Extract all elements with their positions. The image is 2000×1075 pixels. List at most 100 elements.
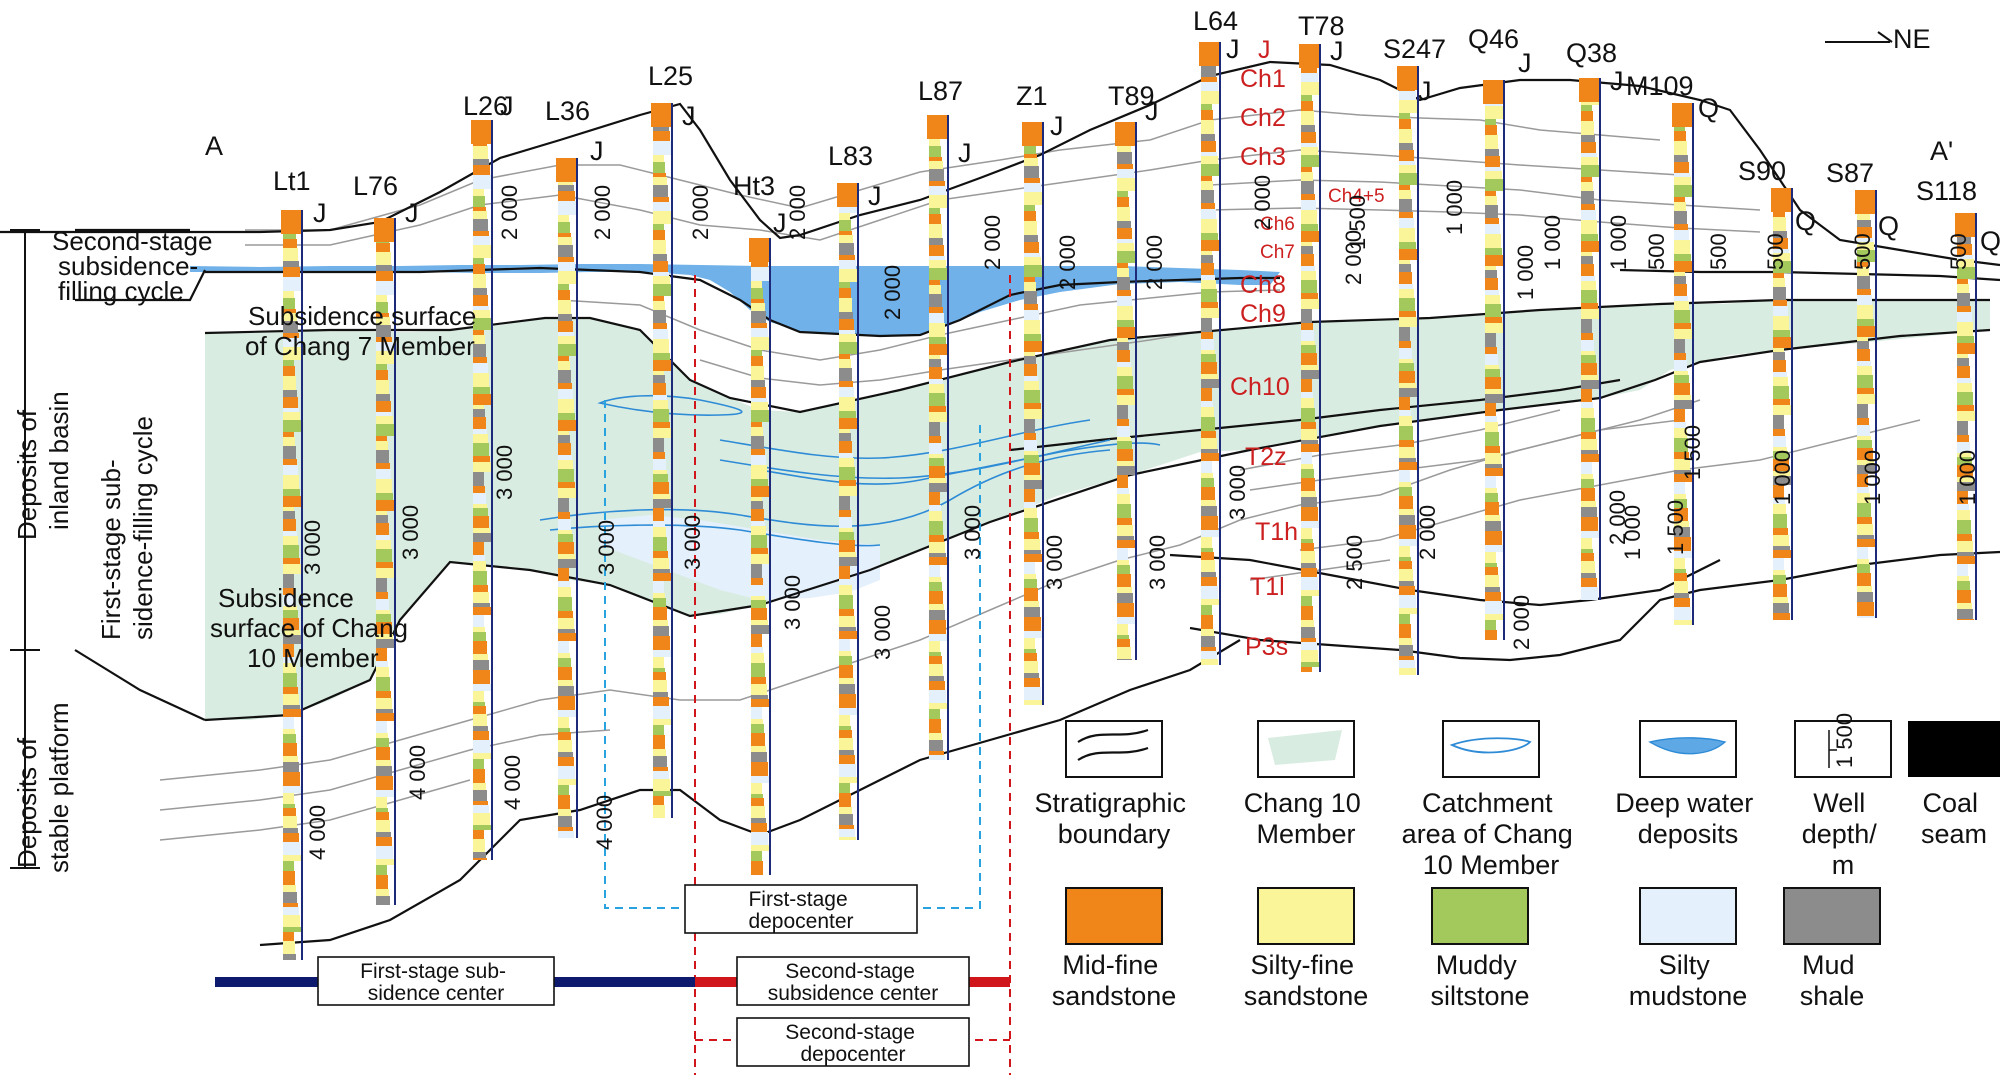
legend-mid-fine-sandstone: Mid-fine sandstone <box>1052 887 1176 1011</box>
left-brackets <box>10 229 40 869</box>
well-name-label: M109 <box>1626 71 1694 101</box>
depth-label: 3 000 <box>1225 465 1250 520</box>
svg-text:Muddy siltstone: Muddy siltstone <box>1430 950 1529 1011</box>
depth-label: 1 000 <box>1442 180 1467 235</box>
well-top-unit-label: J <box>773 208 787 238</box>
strat-ch8: Ch8 <box>1240 271 1286 299</box>
well-t78 <box>1299 44 1321 672</box>
strat-ch6: Ch6 <box>1260 214 1295 235</box>
depth-label: 4 000 <box>405 745 430 800</box>
well-l25 <box>651 103 673 818</box>
subsidence-ch10-text: Subsidence surface of Chang 10 Member <box>210 583 415 673</box>
svg-text:Silty mudstone: Silty mudstone <box>1629 950 1748 1011</box>
well-name-label: T78 <box>1298 11 1345 41</box>
depth-label: 2 000 <box>1509 595 1534 650</box>
strat-unit-labels: J Ch1 Ch2 Ch3 Ch4+5 Ch6 Ch7 Ch8 Ch9 Ch10… <box>1230 36 1385 661</box>
well-name-label: L36 <box>545 96 590 126</box>
strat-ch10: Ch10 <box>1230 373 1290 401</box>
well-top-unit-label: J <box>1145 96 1159 126</box>
well-top-unit-label: J <box>1226 34 1240 64</box>
depth-label: 2 000 <box>1415 505 1440 560</box>
catchment-outlines <box>539 394 1161 547</box>
well-name-label: L83 <box>828 141 873 171</box>
depth-label: 3 000 <box>680 515 705 570</box>
legend: Stratigraphic boundary Chang 10 Member C… <box>1034 713 2000 1011</box>
strat-j: J <box>1258 36 1271 64</box>
depth-label: 3 000 <box>594 520 619 575</box>
svg-text:First-stage sub- sidence: First-stage sub- sidence center <box>360 960 512 1005</box>
depth-label: 1 500 <box>1345 195 1370 250</box>
well-top-unit-label: J <box>868 181 882 211</box>
legend-catchment-area: Catchment area of Chang 10 Member <box>1402 720 1573 880</box>
well-top-unit-label: Q <box>1878 211 1899 241</box>
well-top-unit-label: J <box>682 101 696 131</box>
strat-ch3: Ch3 <box>1240 143 1286 171</box>
svg-text:Second-stage depocenter: Second-stage depocenter <box>785 1021 920 1066</box>
well-name-label: Lt1 <box>273 166 311 196</box>
well-ht3 <box>749 238 771 875</box>
depth-label: 1 500 <box>1663 500 1688 555</box>
subsidence-ch7-text: Subsidence surface of Chang 7 Member <box>245 301 484 361</box>
well-name-label: Q38 <box>1566 38 1617 68</box>
first-depocenter-dash <box>604 400 981 909</box>
well-name-label: Z1 <box>1016 81 1048 111</box>
strat-t1l: T1l <box>1250 573 1285 601</box>
depth-label: 2 000 <box>688 185 713 240</box>
svg-text:Mud shale: Mud shale <box>1800 950 1865 1011</box>
depth-label: 2 000 <box>497 185 522 240</box>
inland-basin-text: Deposits of inland basin <box>12 391 74 540</box>
second-depocenter-box: Second-stage depocenter <box>736 1017 970 1067</box>
well-top-unit-label: J <box>1418 76 1432 106</box>
well-lt1 <box>281 210 303 960</box>
legend-muddy-siltstone: Muddy siltstone <box>1430 887 1530 1011</box>
well-s87 <box>1855 190 1877 618</box>
second-stage-cycle-text: Second-stage subsidence- filling cycle <box>52 226 220 306</box>
well-l64 <box>1199 42 1221 665</box>
depth-label: 2 000 <box>1341 230 1366 285</box>
strat-t2z: T2z <box>1245 443 1287 471</box>
strat-ch2: Ch2 <box>1240 104 1286 132</box>
legend-deep-water: Deep water deposits <box>1615 720 1753 849</box>
depth-label: 2 000 <box>1605 490 1630 545</box>
catchment-pale-area <box>600 515 880 600</box>
depth-label: 1 000 <box>1540 215 1565 270</box>
depth-label: 2 000 <box>1142 235 1167 290</box>
strat-p3s: P3s <box>1245 633 1288 661</box>
legend-chang10-member: Chang 10 Member <box>1244 720 1361 849</box>
legend-coal-seam: Coal seam <box>1908 721 2000 849</box>
depth-label: 2 000 <box>980 215 1005 270</box>
strat-ch4-5: Ch4+5 <box>1328 186 1385 207</box>
well-name-label: S118 <box>1916 176 1977 206</box>
well-top-unit-label: J <box>1518 48 1532 78</box>
well-top-unit-label: J <box>1330 36 1344 66</box>
well-s118 <box>1955 213 1977 620</box>
depth-label: 1 000 <box>1955 450 1980 505</box>
well-top-unit-label: J <box>1050 111 1064 141</box>
strat-t1h: T1h <box>1255 518 1298 546</box>
well-top-unit-label: Q <box>1795 206 1816 236</box>
strat-ch1: Ch1 <box>1240 65 1286 93</box>
depth-label: 1 000 <box>1606 215 1631 270</box>
well-l76 <box>374 218 396 905</box>
well-name-label: S90 <box>1738 156 1786 186</box>
legend-mud-shale: Mud shale <box>1783 887 1881 1011</box>
legend-well-depth: 1 500 Well depth/ m <box>1794 713 1892 880</box>
first-subsidence-center-bar: First-stage sub- sidence center <box>215 956 695 1006</box>
well-name-label: T89 <box>1108 81 1155 111</box>
depth-label: 1 000 <box>1860 450 1885 505</box>
depth-labels: 2 000 2 000 2 000 2 000 2 000 2 000 2 000 2 000… <box>300 175 1980 860</box>
depth-label: 3 000 <box>1145 535 1170 590</box>
svg-text:Coal seam: Coal seam <box>1921 788 1987 849</box>
well-top-unit-label: J <box>1610 66 1624 96</box>
depth-label: 500 <box>1644 233 1669 270</box>
well-l83 <box>837 183 859 840</box>
stable-platform-text: Deposits of stable platform <box>12 702 74 873</box>
strat-ch9: Ch9 <box>1240 300 1286 328</box>
well-name-label: L25 <box>648 61 693 91</box>
depth-label: 3 000 <box>300 520 325 575</box>
legend-stratigraphic-boundary: Stratigraphic boundary <box>1034 720 1186 849</box>
well-m109 <box>1672 103 1694 625</box>
depth-label: 500 <box>1706 233 1731 270</box>
